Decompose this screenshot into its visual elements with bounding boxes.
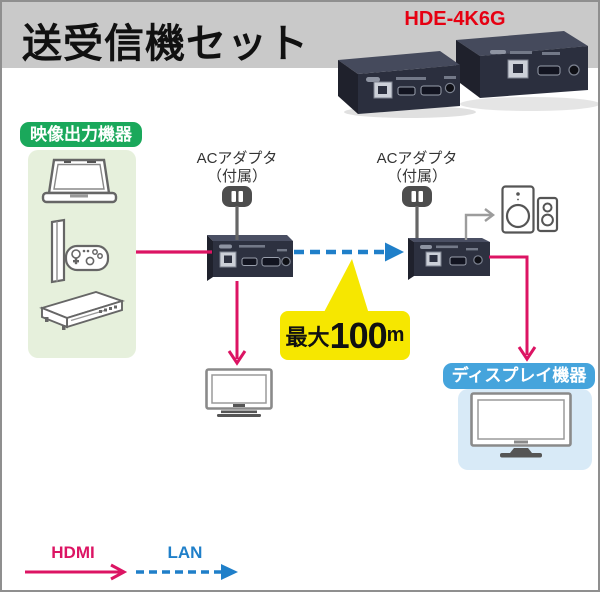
speakers-icon — [501, 185, 559, 234]
source-group-label: 映像出力機器 — [20, 122, 142, 147]
page-title: 送受信機セット — [22, 22, 309, 66]
ac-adapter-line2: （付属） — [386, 168, 447, 185]
tv-icon — [470, 392, 572, 458]
transmitter-unit — [207, 235, 293, 281]
legend-lan-label: LAN — [167, 543, 203, 562]
ac-adapter-line1: ACアダプタ — [196, 150, 278, 167]
legend-hdmi-label: HDMI — [51, 543, 95, 562]
transmitter-unit-photo — [338, 51, 476, 118]
display-group-label: ディスプレイ機器 — [443, 363, 595, 389]
ac-adapter-caption-right: ACアダプタ （付属） — [365, 150, 469, 186]
product-model-label: HDE-4K6G — [404, 8, 506, 30]
plug-icon-left — [222, 186, 252, 207]
callout-value: 100 — [329, 314, 388, 356]
callout-prefix: 最大 — [285, 324, 330, 350]
ac-adapter-caption-left: ACアダプタ （付属） — [185, 150, 289, 186]
monitor-icon — [205, 368, 273, 417]
laptop-icon — [41, 158, 118, 204]
callout-unit: m — [386, 324, 405, 346]
receiver-unit-photo — [456, 31, 598, 111]
plug-icon-right — [402, 186, 432, 207]
ac-adapter-line1: ACアダプタ — [376, 150, 458, 167]
product-photo — [338, 31, 598, 118]
media-player-icon — [39, 291, 126, 330]
game-console-icon — [50, 218, 110, 284]
receiver-unit — [408, 238, 490, 280]
ac-adapter-line2: （付属） — [206, 168, 267, 185]
